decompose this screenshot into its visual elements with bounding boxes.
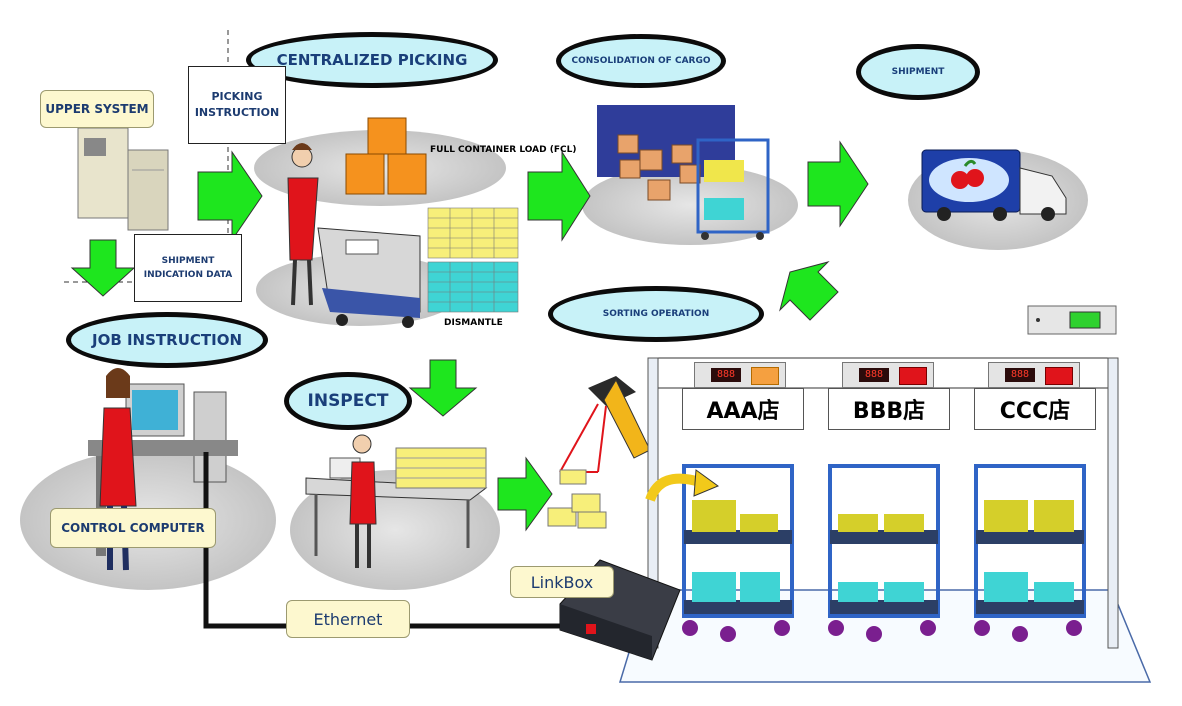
consolidation-floor (582, 165, 798, 245)
worker-icon (349, 434, 377, 568)
shipment-indication-doc: SHIPMENT INDICATION DATA (134, 234, 242, 302)
arrow-icon (197, 150, 263, 242)
display-unit-1: 888 (694, 362, 786, 388)
arrow-icon (408, 359, 478, 417)
worker-icon (287, 143, 319, 306)
inspect-label: INSPECT (284, 372, 412, 430)
indicator-module (1027, 305, 1117, 335)
store-label-bbb: BBB店 (828, 388, 950, 430)
display-unit-2: 888 (842, 362, 934, 388)
cart-icon (696, 138, 770, 240)
inspect-floor (290, 470, 500, 590)
arrow-icon (807, 140, 869, 228)
cart-icon (682, 464, 794, 642)
arrow-icon (497, 456, 553, 532)
dismantle-label: DISMANTLE (444, 318, 503, 328)
linkbox-label: LinkBox (510, 566, 614, 598)
arrow-icon (70, 239, 136, 297)
scanner-icon (547, 376, 651, 529)
store-label-ccc: CCC店 (974, 388, 1096, 430)
truck-icon (921, 149, 1067, 221)
control-computer-label: CONTROL COMPUTER (50, 508, 216, 548)
consolidation-label: CONSOLIDATION OF CARGO (556, 34, 726, 88)
arrow-icon (645, 473, 702, 502)
display-unit-3: 888 (988, 362, 1080, 388)
shipment-label: SHIPMENT (856, 44, 980, 100)
arrow-icon (779, 261, 839, 321)
fcl-label: FULL CONTAINER LOAD (FCL) (430, 145, 577, 155)
light-button[interactable] (751, 367, 779, 385)
centralized-picking-label: CENTRALIZED PICKING (246, 32, 498, 88)
job-instruction-label: JOB INSTRUCTION (66, 312, 268, 368)
dismantle-stack (427, 207, 519, 313)
arrow-icon (527, 150, 591, 242)
light-button[interactable] (899, 367, 927, 385)
sorting-operation-label: SORTING OPERATION (548, 286, 764, 342)
upper-system-label: UPPER SYSTEM (40, 90, 154, 128)
picking-instruction-doc: PICKING INSTRUCTION (188, 66, 286, 144)
cart-icon (317, 227, 421, 328)
cart-icon (974, 464, 1086, 642)
cargo-boxes (617, 134, 701, 201)
led-display: 888 (711, 368, 741, 382)
worker-icon (99, 368, 137, 571)
store-label-aaa: AAA店 (682, 388, 804, 430)
led-display: 888 (1005, 368, 1035, 382)
cart-icon (828, 464, 940, 642)
led-display: 888 (859, 368, 889, 382)
server-icon (77, 127, 169, 231)
box-icon (345, 117, 427, 195)
ethernet-label: Ethernet (286, 600, 410, 638)
light-button[interactable] (1045, 367, 1073, 385)
